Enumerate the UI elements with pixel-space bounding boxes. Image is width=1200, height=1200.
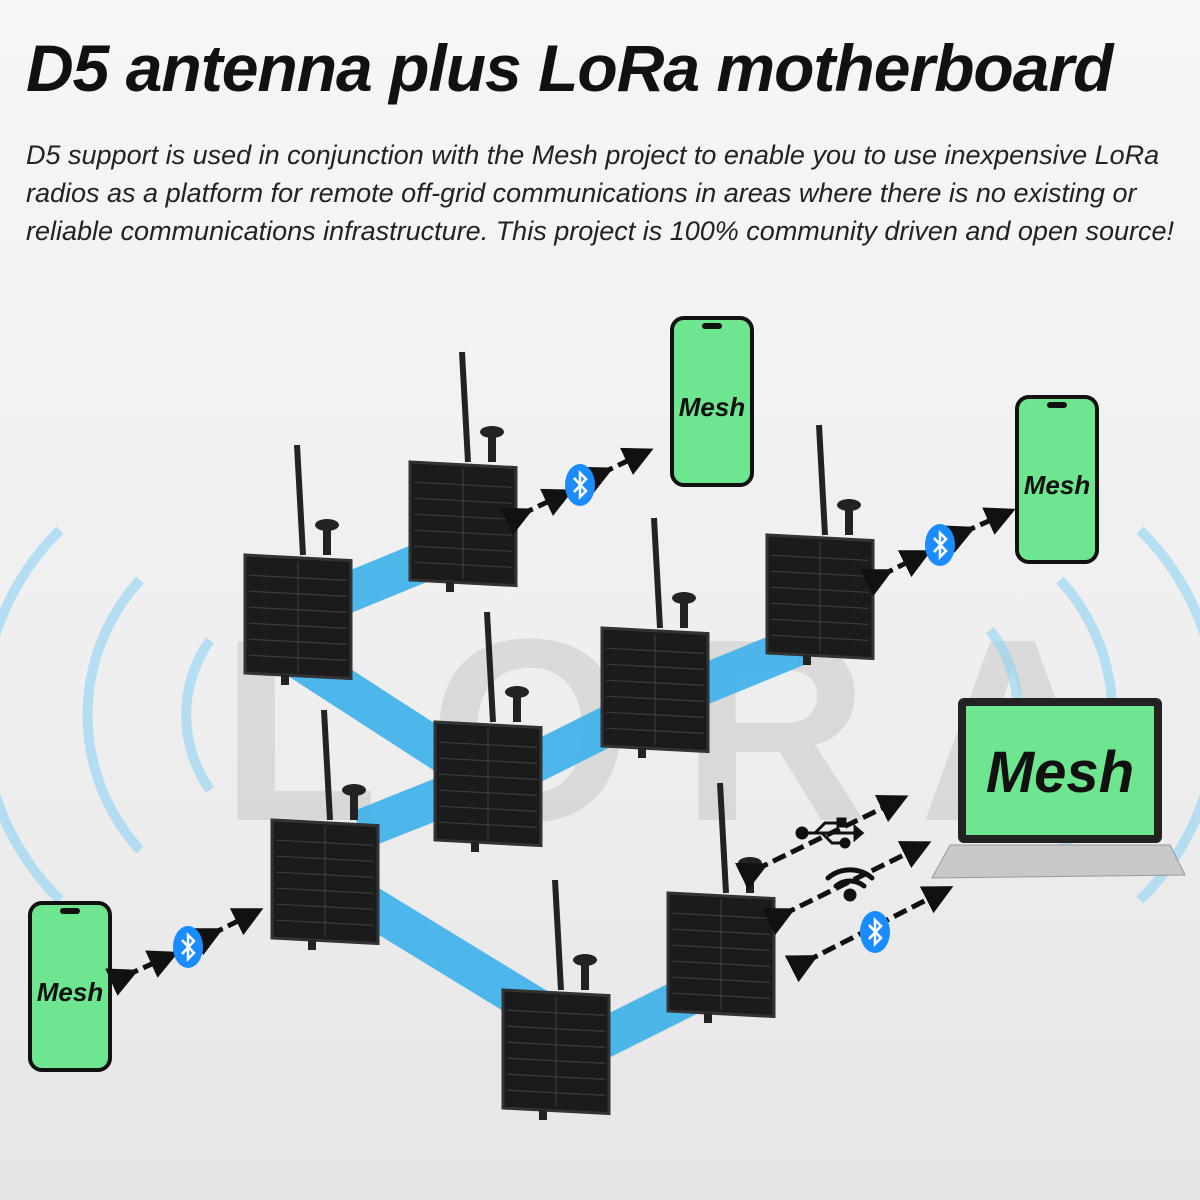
svg-text:Mesh: Mesh [37,977,103,1007]
solar-node-2 [245,445,351,685]
bluetooth-icon [860,911,890,953]
bluetooth-icon [173,926,203,968]
description: D5 support is used in conjunction with t… [26,140,1175,246]
solar-node-4 [767,425,873,665]
phone-1: Mesh [670,316,754,487]
phone-2: Mesh [1015,395,1099,564]
laptop: Mesh [931,698,1186,879]
solar-node-1 [410,352,516,592]
phone-3: Mesh [28,901,112,1072]
solar-node-8 [503,880,609,1120]
bluetooth-icon [925,524,955,566]
solar-node-3 [602,518,708,758]
svg-text:Mesh: Mesh [679,392,745,422]
page-title: D5 antenna plus LoRa motherboard [26,31,1113,105]
usb-icon [795,817,865,849]
bluetooth-icon [565,464,595,506]
connection-arrows [105,447,1016,996]
wifi-icon [825,867,875,902]
svg-text:Mesh: Mesh [986,740,1134,805]
svg-text:Mesh: Mesh [1024,470,1090,500]
